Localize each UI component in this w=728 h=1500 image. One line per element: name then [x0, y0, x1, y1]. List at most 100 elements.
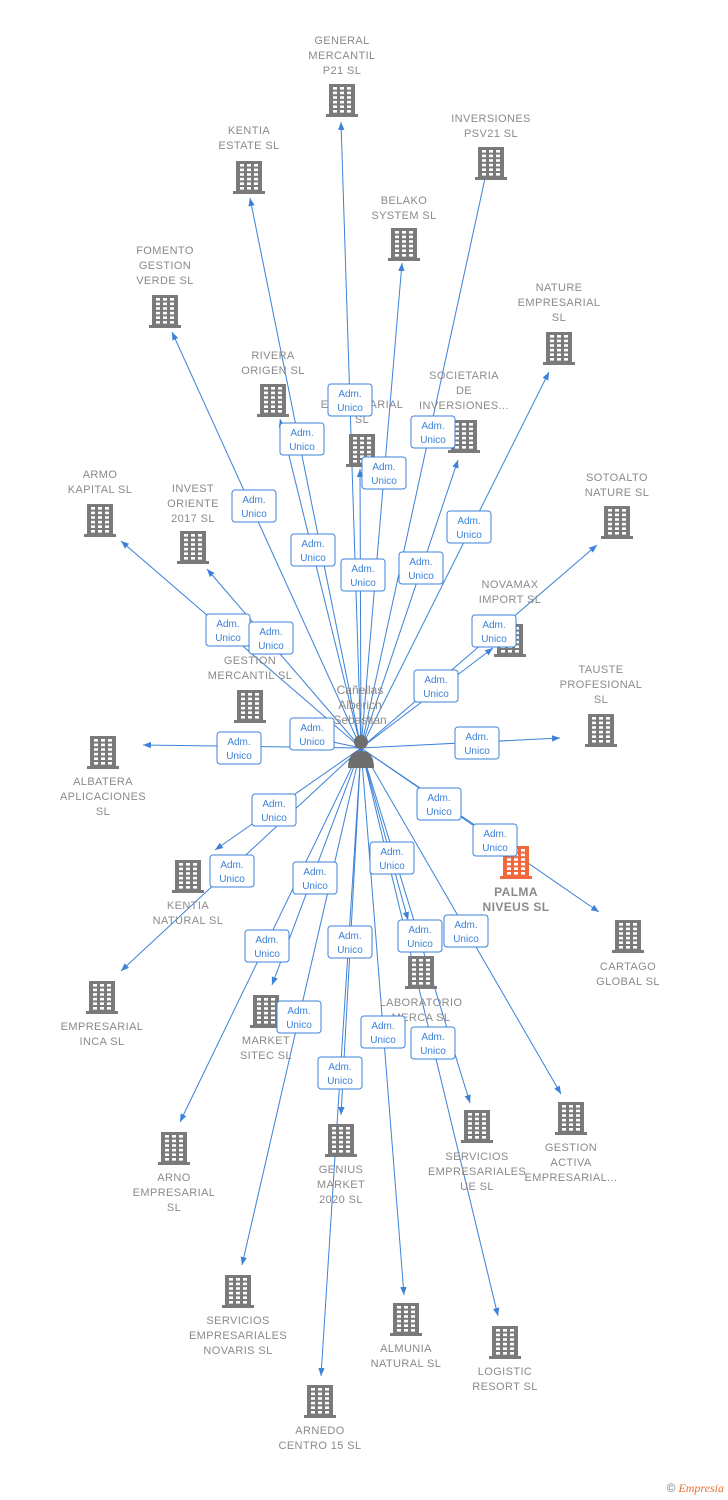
relation-label: Adm.Unico: [361, 456, 407, 490]
company-label: MERCANTIL: [308, 50, 375, 62]
company-label: EMPRESARIAL: [518, 297, 601, 309]
relation-label-text: Unico: [371, 476, 397, 487]
company-label: SOTOALTO: [586, 472, 648, 484]
company-label: KENTIA: [228, 125, 270, 137]
relation-label: Adm.Unico: [292, 861, 338, 895]
relation-label-text: Adm.: [409, 557, 432, 568]
company-label: NATURE SL: [585, 487, 650, 499]
building-icon: [86, 981, 118, 1014]
relation-label-text: Adm.: [380, 847, 403, 858]
company-label: EMPRESARIAL...: [524, 1172, 617, 1184]
relation-label-text: Adm.: [255, 935, 278, 946]
company-node-societaria-de-inversiones[interactable]: SOCIETARIADEINVERSIONES...: [419, 370, 509, 453]
company-node-gestion-activa-empresarial[interactable]: GESTIONACTIVAEMPRESARIAL...: [524, 1102, 617, 1184]
company-label: SERVICIOS: [445, 1151, 508, 1163]
company-label: PROFESIONAL: [560, 679, 643, 691]
building-icon: [475, 147, 507, 180]
relation-label-text: Adm.: [328, 1062, 351, 1073]
company-label: SOCIETARIA: [429, 370, 499, 382]
relation-label-text: Unico: [299, 737, 325, 748]
relation-label-text: Unico: [370, 1035, 396, 1046]
company-label: GESTION: [545, 1142, 597, 1154]
person-icon: [348, 735, 374, 768]
relation-label-text: Unico: [261, 813, 287, 824]
relation-label-text: Adm.: [482, 620, 505, 631]
building-icon: [257, 384, 289, 417]
relation-label-text: Unico: [327, 1076, 353, 1087]
company-node-sotoalto-nature[interactable]: SOTOALTO NATURE SL: [585, 472, 650, 539]
edge-societaria-de-inversiones: [360, 459, 459, 749]
company-label: SL: [594, 694, 608, 706]
company-label: MERCANTIL SL: [208, 670, 292, 682]
relation-label-text: Unico: [464, 746, 490, 757]
company-label: SERVICIOS: [206, 1315, 269, 1327]
relation-label: Adm.Unico: [446, 510, 492, 544]
relation-label-text: Adm.: [371, 1021, 394, 1032]
relation-label: Adm.Unico: [290, 533, 336, 567]
relation-label-text: Unico: [289, 442, 315, 453]
building-icon: [601, 506, 633, 539]
relation-label-text: Unico: [481, 634, 507, 645]
edge-belako-system: [360, 262, 405, 749]
relation-label-text: Adm.: [259, 627, 282, 638]
person-name: Cañellas: [337, 683, 384, 697]
edge-fomento-gestion-verde: [171, 331, 362, 749]
relation-label-text: Unico: [258, 641, 284, 652]
relation-label-text: Unico: [482, 843, 508, 854]
relation-label: Adm.Unico: [231, 489, 277, 523]
company-label: INVEST: [172, 483, 214, 495]
building-icon: [87, 736, 119, 769]
company-label: RIVERA: [251, 350, 295, 362]
building-icon: [612, 920, 644, 953]
company-label: MERCA SL: [392, 1012, 451, 1024]
relation-label-text: Unico: [456, 530, 482, 541]
company-label: 2020 SL: [319, 1194, 363, 1206]
relation-label-text: Unico: [350, 578, 376, 589]
company-label: INVERSIONES...: [419, 400, 509, 412]
relation-label: Adm. Unico: [340, 558, 386, 592]
relation-label-text: Adm.: [301, 539, 324, 550]
relation-label-text: Unico: [254, 949, 280, 960]
relation-label: Adm.Unico: [410, 415, 456, 449]
company-label: EMPRESARIALES: [189, 1330, 287, 1342]
edge-inversiones-psv21: [360, 159, 491, 749]
company-label: NATURAL SL: [371, 1358, 442, 1370]
relation-label: Adm. Unico: [360, 1015, 406, 1049]
brand-watermark: ©Empresia: [667, 1481, 724, 1496]
edge-kentia-estate: [248, 197, 362, 749]
person-name: Alberich: [338, 698, 381, 712]
company-label: NIVEUS SL: [483, 900, 550, 914]
relation-label-text: Adm.: [454, 920, 477, 931]
company-label: CARTAGO: [600, 961, 656, 973]
company-label: MARKET: [242, 1035, 290, 1047]
relation-label-text: Adm.: [351, 564, 374, 575]
relation-label-text: Unico: [226, 751, 252, 762]
